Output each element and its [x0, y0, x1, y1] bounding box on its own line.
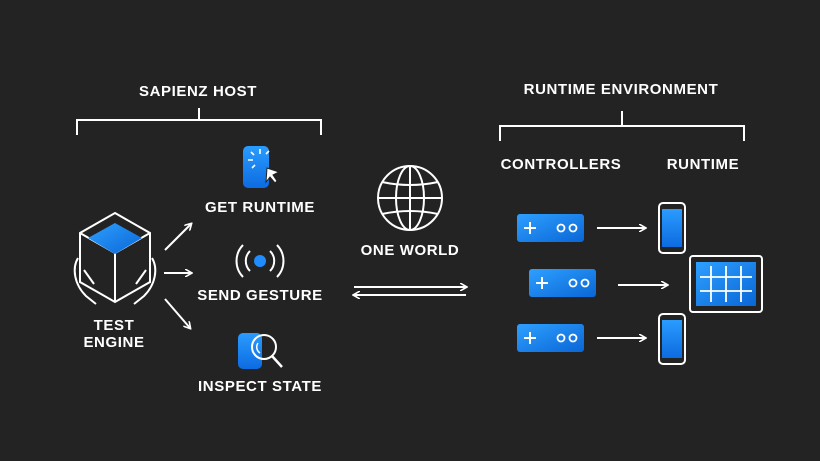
- test-engine-label: TEST ENGINE: [83, 317, 144, 351]
- runtime-environment-label: RUNTIME ENVIRONMENT: [523, 81, 719, 98]
- get-runtime-label: GET RUNTIME: [205, 199, 315, 216]
- globe-icon: [377, 165, 443, 231]
- controller-icon: [517, 214, 584, 242]
- sapienz-host-bracket: [76, 108, 322, 135]
- test-engine-label-line2: ENGINE: [83, 334, 145, 351]
- one-world-label: ONE WORLD: [360, 242, 460, 259]
- controllers-label: CONTROLLERS: [500, 156, 622, 173]
- magnifier-phone-icon: [238, 333, 283, 369]
- arrow-to-get-runtime: [164, 224, 191, 251]
- phone-tap-icon: [243, 146, 281, 188]
- runtime-label: RUNTIME: [666, 156, 740, 173]
- phone-icon: [658, 202, 686, 254]
- phone-icon: [658, 313, 686, 365]
- gesture-broadcast-icon: [235, 244, 285, 278]
- send-gesture-label: SEND GESTURE: [197, 287, 323, 304]
- test-engine-label-line1: TEST: [93, 317, 135, 334]
- tablet-icon: [689, 255, 763, 313]
- sapienz-host-label: SAPIENZ HOST: [138, 83, 258, 100]
- inspect-state-label: INSPECT STATE: [198, 378, 322, 395]
- test-engine-cube-hands-icon: [73, 211, 157, 305]
- arrow-to-inspect-state: [164, 298, 190, 328]
- runtime-environment-bracket: [499, 111, 745, 141]
- controller-icon: [529, 269, 596, 297]
- controller-icon: [517, 324, 584, 352]
